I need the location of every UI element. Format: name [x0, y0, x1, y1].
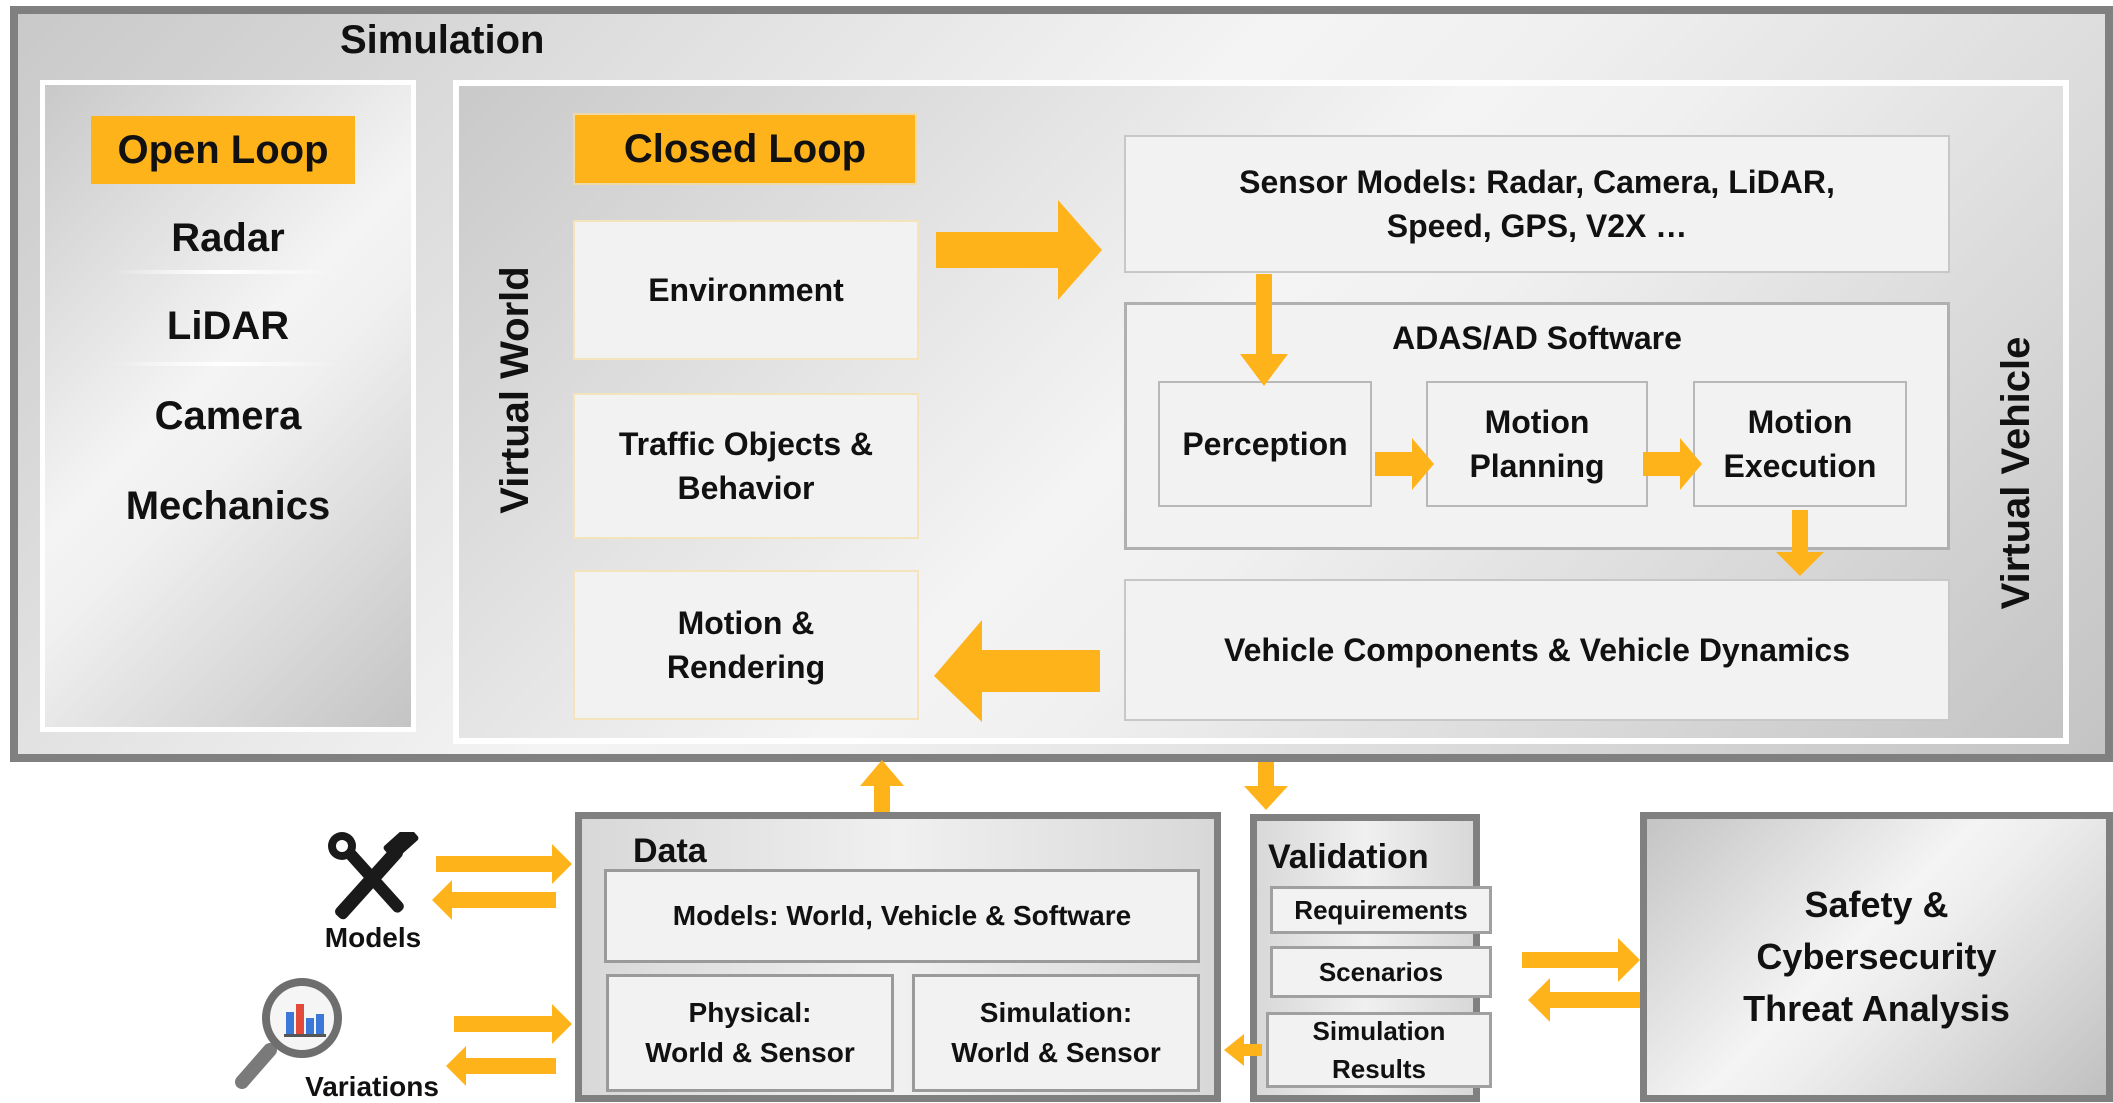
- closed-loop-title: Closed Loop: [573, 113, 917, 185]
- vehicle-dynamics-box: Vehicle Components & Vehicle Dynamics: [1124, 579, 1950, 721]
- open-loop-title: Open Loop: [91, 116, 355, 184]
- simulation-results-box: Simulation Results: [1266, 1012, 1492, 1088]
- arrow-variations-out: [446, 1046, 556, 1086]
- arrow-variations-in: [454, 1004, 572, 1044]
- safety-panel: Safety & Cybersecurity Threat Analysis: [1640, 812, 2113, 1102]
- data-simulation-box: Simulation: World & Sensor: [912, 974, 1200, 1092]
- motion-rendering-box: Motion & Rendering: [573, 570, 919, 720]
- adas-title: ADAS/AD Software: [1392, 319, 1682, 356]
- arrow-models-in: [436, 844, 572, 884]
- divider: [110, 270, 340, 274]
- arrow-validation-to-safety: [1522, 938, 1640, 982]
- arrow-data-to-simulation: [860, 760, 904, 812]
- arrow-models-out: [432, 880, 556, 920]
- variations-label: Variations: [305, 1071, 439, 1102]
- simulation-title: Simulation: [340, 18, 545, 62]
- sensor-models-box: Sensor Models: Radar, Camera, LiDAR, Spe…: [1124, 135, 1950, 273]
- open-loop-item-radar: Radar: [171, 215, 285, 260]
- data-physical-box: Physical: World & Sensor: [606, 974, 894, 1092]
- environment-box: Environment: [573, 220, 919, 360]
- virtual-vehicle-label: Virtual Vehicle: [1993, 336, 2038, 610]
- arrow-safety-to-validation: [1528, 978, 1640, 1022]
- arrow-simulation-to-validation: [1244, 762, 1288, 810]
- traffic-objects-box: Traffic Objects & Behavior: [573, 393, 919, 539]
- open-loop-item-camera: Camera: [154, 393, 302, 438]
- motion-execution-box: Motion Execution: [1693, 381, 1907, 507]
- data-models-box: Models: World, Vehicle & Software: [604, 869, 1200, 963]
- virtual-world-label: Virtual World: [492, 266, 537, 514]
- open-loop-panel: [40, 80, 416, 732]
- models-label: Models: [324, 922, 422, 953]
- perception-box: Perception: [1158, 381, 1372, 507]
- tools-icon: [326, 826, 422, 924]
- open-loop-item-mechanics: Mechanics: [125, 483, 331, 528]
- divider: [110, 362, 340, 366]
- magnifier-chart-icon: [234, 978, 370, 1090]
- validation-title: Validation: [1268, 838, 1429, 876]
- scenarios-box: Scenarios: [1270, 946, 1492, 998]
- requirements-box: Requirements: [1270, 886, 1492, 934]
- data-title: Data: [633, 832, 707, 870]
- open-loop-item-lidar: LiDAR: [166, 303, 290, 348]
- motion-planning-box: Motion Planning: [1426, 381, 1648, 507]
